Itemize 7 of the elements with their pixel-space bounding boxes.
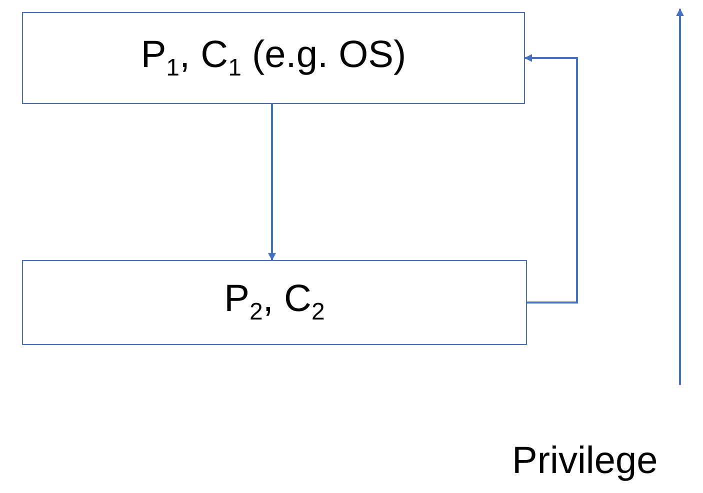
axis-label: Privilege xyxy=(512,440,658,483)
arrow xyxy=(268,104,276,261)
process-box xyxy=(22,260,527,345)
box-label: P$_{1}$, C$_{1}$ (e.g. OS) xyxy=(140,34,406,82)
process-box xyxy=(22,12,525,104)
box-label: P$_{2}$, C$_{2}$ xyxy=(224,278,325,327)
arrow xyxy=(524,54,578,304)
